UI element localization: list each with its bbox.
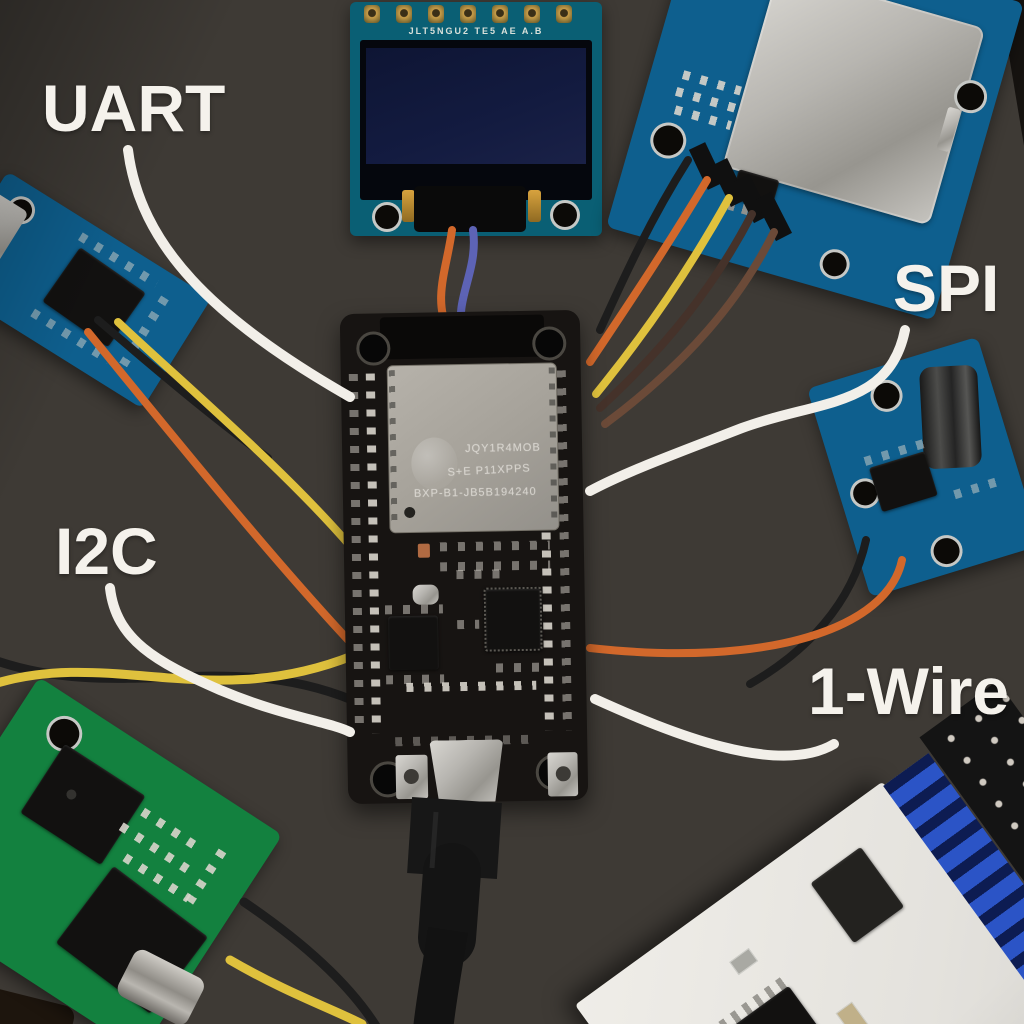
callout-uart-line <box>123 145 355 402</box>
label-1wire: 1-Wire <box>808 654 1010 728</box>
wire-sensor-black <box>746 536 870 688</box>
wire-sd-brown2 <box>601 228 778 428</box>
callout-spi-line <box>585 325 910 496</box>
oled-connector-pin-right <box>528 190 541 222</box>
wire-uart-orange <box>84 328 354 646</box>
oled-mounting-hole-left <box>372 202 402 232</box>
callout-1wire-line <box>590 694 839 761</box>
wire-green-yellow <box>225 955 367 1024</box>
callout-i2c-line <box>105 583 355 737</box>
wire-green-black <box>239 897 381 1024</box>
usb-cable-strain-relief <box>418 843 481 967</box>
wire-sd-brown <box>596 210 756 412</box>
wire-i2c-yellow <box>0 651 357 688</box>
oled-silkscreen-text: JLT5NGU2 TE5 AE A.B <box>408 26 544 36</box>
label-i2c: I2C <box>55 514 158 588</box>
oled-connector-pin-left <box>402 190 415 222</box>
oled-display-module: JLT5NGU2 TE5 AE A.B <box>350 2 602 236</box>
oled-mounting-hole-right <box>550 200 580 230</box>
label-spi: SPI <box>893 251 1000 325</box>
wire-sd-orange <box>586 176 711 366</box>
oled-header-pins <box>364 5 588 25</box>
label-uart: UART <box>42 71 226 145</box>
cable-highlight <box>429 811 439 869</box>
oled-bezel <box>360 40 592 200</box>
wire-sd-black <box>596 156 692 334</box>
wire-sensor-orange <box>586 556 906 658</box>
oled-wire-connector <box>414 186 526 232</box>
dupont-connectors <box>688 142 793 242</box>
oled-screen <box>366 48 586 164</box>
wire-uart-yellow <box>114 318 356 552</box>
wire-sd-yellow <box>592 194 733 398</box>
usb-cable-cord <box>413 927 468 1024</box>
